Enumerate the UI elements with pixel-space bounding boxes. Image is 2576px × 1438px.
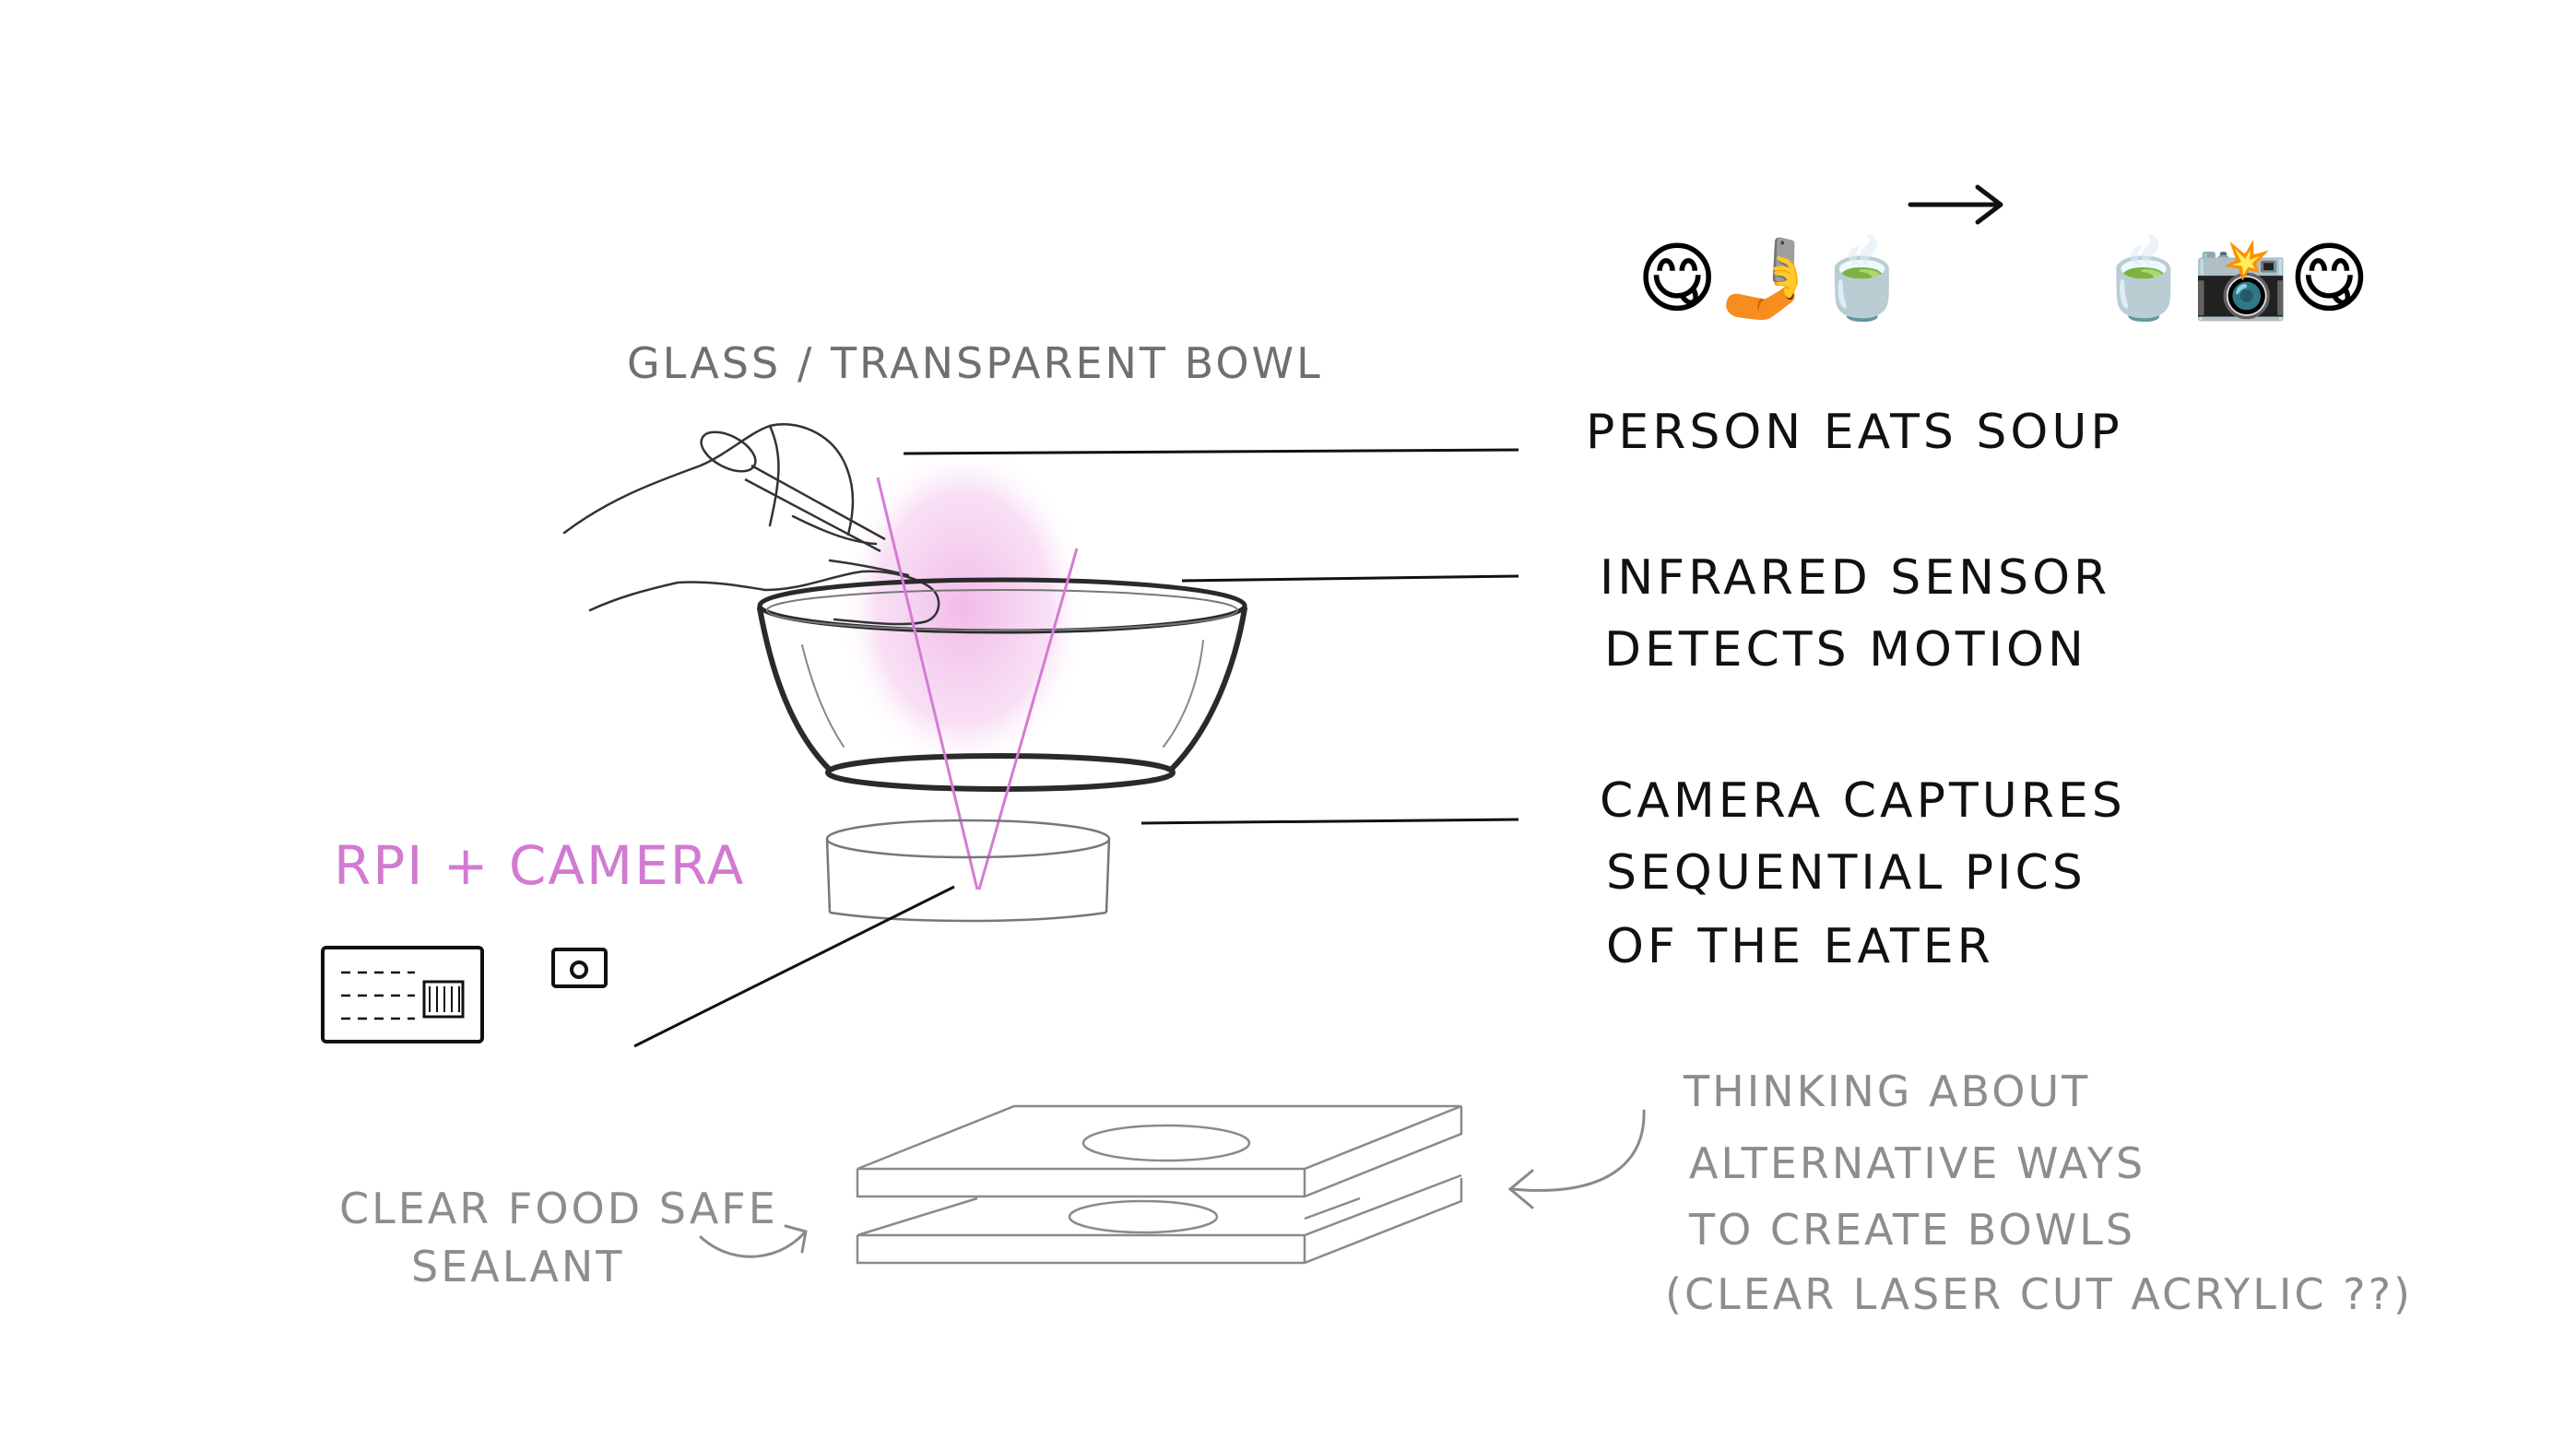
glass-bowl-sketch <box>757 577 1247 792</box>
alternative-label-line1: THINKING ABOUT <box>1684 1067 2091 1116</box>
alternative-arrow <box>1507 1109 1646 1209</box>
step-camera-label-line3: OF THE EATER <box>1606 919 1994 974</box>
step-sensor-label-line2: DETECTS MOTION <box>1604 622 2087 678</box>
sealant-label-line1: CLEAR FOOD SAFE <box>339 1184 778 1233</box>
emoji-group-left: 😋🤳🍵 <box>1588 162 1910 317</box>
sealant-label-line2: SEALANT <box>411 1242 625 1291</box>
camera-flash-icon: 📸 <box>2192 233 2289 324</box>
emoji-group-right: 🍵📸😋 <box>2047 162 2369 317</box>
tea-bowl-icon: 🍵 <box>2096 233 2192 324</box>
selfie-icon: 🤳 <box>1717 233 1814 324</box>
infrared-glow <box>839 442 1088 774</box>
step-camera-label-line2: SEQUENTIAL PICS <box>1606 845 2086 901</box>
rpi-board-sketch <box>321 946 484 1043</box>
step-person-eats-label: PERSON EATS SOUP <box>1586 405 2123 460</box>
rpi-camera-label: RPI + CAMERA <box>334 834 746 897</box>
spoon-sketch <box>700 430 886 553</box>
tea-bowl-icon: 🍵 <box>1814 233 1911 324</box>
alternative-label-line3: TO CREATE BOWLS <box>1689 1205 2136 1255</box>
acrylic-layers-sketch <box>856 1104 1463 1265</box>
alternative-label-line2: ALTERNATIVE WAYS <box>1689 1138 2146 1188</box>
step-camera-label-line1: CAMERA CAPTURES <box>1600 773 2126 829</box>
sealant-arrow <box>699 1224 808 1258</box>
camera-module-sketch <box>551 948 608 988</box>
sensor-base-sketch <box>825 819 1111 923</box>
bowl-title-label: GLASS / TRANSPARENT BOWL <box>627 338 1323 388</box>
leader-lines <box>633 448 1519 1048</box>
yum-face-icon: 😋 <box>2288 233 2370 324</box>
step-sensor-label-line1: INFRARED SENSOR <box>1600 550 2111 606</box>
yum-face-icon: 😋 <box>1637 233 1718 324</box>
alternative-label-line4: (CLEAR LASER CUT ACRYLIC ??) <box>1665 1269 2413 1319</box>
emoji-arrow <box>1908 184 2003 225</box>
